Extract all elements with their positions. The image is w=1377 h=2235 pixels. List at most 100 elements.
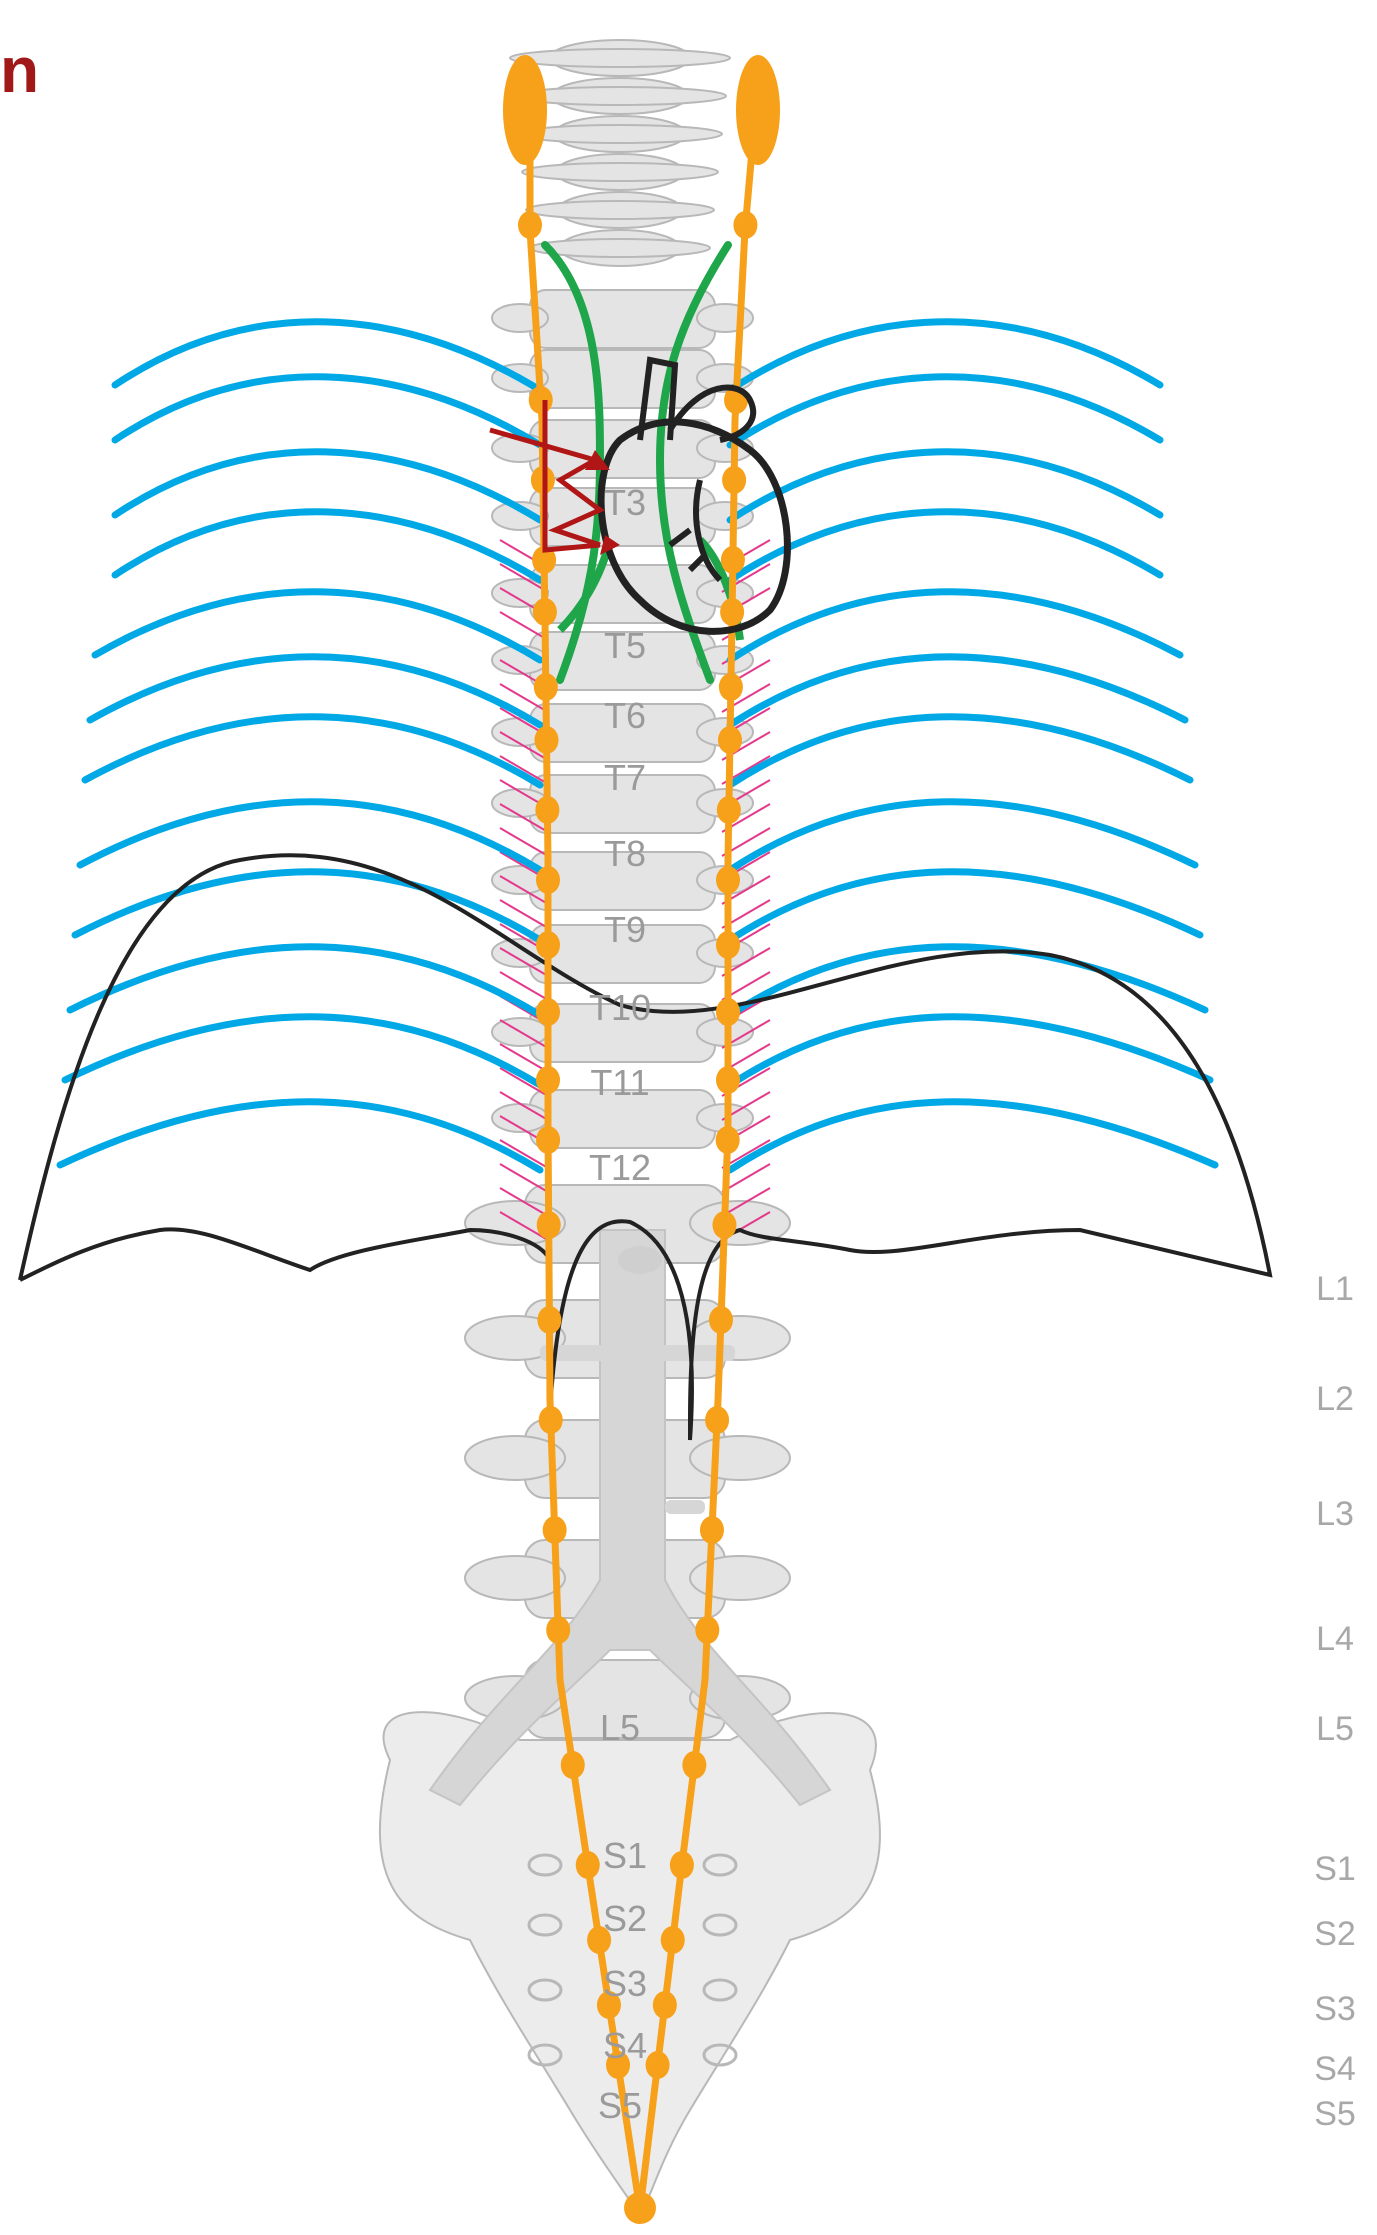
vertebra-label: T11 — [590, 1062, 649, 1103]
vertebra-label: T7 — [604, 757, 646, 798]
ganglion-left — [536, 931, 560, 959]
ganglion-left — [561, 1751, 585, 1779]
ganglion-right — [716, 998, 740, 1026]
ganglion-right — [712, 1211, 736, 1239]
left-intercostal-nerve — [85, 717, 540, 785]
vertebra-label: S1 — [603, 1835, 647, 1876]
ganglion-right — [695, 1616, 719, 1644]
vertebra-label: L5 — [600, 1707, 640, 1748]
transverse-process — [697, 502, 753, 530]
ganglion-right — [700, 1516, 724, 1544]
ganglion-left — [534, 673, 558, 701]
ganglion-left — [576, 1851, 600, 1879]
cervical-process — [518, 125, 722, 143]
ganglion-left — [543, 1516, 567, 1544]
side-label: L4 — [1316, 1620, 1354, 1658]
ganglion-right — [722, 466, 746, 494]
ganglion-left — [537, 1211, 561, 1239]
superior-cervical-ganglion — [736, 55, 780, 165]
right-intercostal-nerve — [730, 872, 1200, 940]
side-label: L3 — [1316, 1495, 1354, 1533]
ganglion-left — [529, 386, 553, 414]
ganglion-right — [653, 1991, 677, 2019]
ganglion-left — [533, 598, 557, 626]
right-intercostal-nerve — [730, 802, 1195, 870]
ganglion-impar — [624, 2192, 656, 2224]
ganglion-right — [720, 598, 744, 626]
vertebra-label: T3 — [604, 482, 646, 523]
ganglion-left — [536, 1066, 560, 1094]
right-intercostal-nerve — [730, 947, 1205, 1015]
right-intercostal-nerve — [730, 1017, 1210, 1085]
ganglion-right — [709, 1306, 733, 1334]
vertebra-label: T8 — [604, 833, 646, 874]
right-intercostal-nerve — [730, 717, 1190, 785]
side-label: L5 — [1316, 1710, 1354, 1748]
lumbar-process — [690, 1436, 790, 1480]
left-intercostal-nerve — [65, 1017, 540, 1085]
ganglion-right — [719, 673, 743, 701]
right-intercostal-nerve — [730, 512, 1160, 580]
side-label: S4 — [1314, 2050, 1356, 2088]
side-label: S2 — [1314, 1915, 1356, 1953]
renal-artery — [540, 1345, 735, 1361]
ganglion-left — [537, 1306, 561, 1334]
ganglion-left — [535, 726, 559, 754]
cervical-process — [510, 49, 730, 67]
left-intercostal-nerve — [95, 592, 540, 660]
ganglion-right — [682, 1751, 706, 1779]
vertebra-label: S4 — [603, 2025, 647, 2066]
celiac-trunk — [618, 1246, 662, 1274]
vertebra-label: T5 — [604, 625, 646, 666]
mesenteric-artery — [665, 1500, 705, 1514]
left-intercostal-nerve — [115, 512, 540, 580]
ganglion-right — [718, 726, 742, 754]
cervical-process — [522, 163, 718, 181]
left-intercostal-nerve — [115, 377, 540, 445]
vertebra-label: T12 — [589, 1147, 651, 1188]
ganglion-right — [716, 1066, 740, 1094]
ganglion-right — [716, 866, 740, 894]
vertebra-label: S3 — [603, 1963, 647, 2004]
ganglion-left — [518, 211, 542, 239]
right-intercostal-nerve — [730, 1102, 1215, 1170]
ganglion-right — [661, 1926, 685, 1954]
ganglion-right — [670, 1851, 694, 1879]
ganglion-right — [646, 2051, 670, 2079]
superior-cervical-ganglion — [503, 55, 547, 165]
left-intercostal-nerve — [60, 1102, 540, 1170]
ganglion-left — [539, 1406, 563, 1434]
ganglion-right — [721, 546, 745, 574]
right-intercostal-nerve — [730, 592, 1180, 660]
right-intercostal-nerve — [730, 377, 1160, 445]
vertebra-label: S2 — [603, 1898, 647, 1939]
side-label: S5 — [1314, 2095, 1356, 2133]
ganglion-left — [535, 796, 559, 824]
ganglion-left — [546, 1616, 570, 1644]
vertebra-label: S5 — [598, 2085, 642, 2126]
vertebra-label: T6 — [604, 695, 646, 736]
thoracic-vertebra — [530, 350, 715, 408]
side-label: S3 — [1314, 1990, 1356, 2028]
ganglion-right — [733, 211, 757, 239]
side-label: L2 — [1316, 1380, 1354, 1418]
left-intercostal-nerve — [80, 802, 540, 870]
ganglion-left — [536, 866, 560, 894]
side-label: S1 — [1314, 1850, 1356, 1888]
left-intercostal-nerve — [70, 947, 540, 1015]
lumbar-process — [690, 1556, 790, 1600]
cervical-process — [526, 201, 714, 219]
ganglion-left — [536, 1126, 560, 1154]
ganglion-right — [716, 1126, 740, 1154]
lumbar-process — [465, 1556, 565, 1600]
ganglion-right — [717, 796, 741, 824]
ganglion-left — [536, 998, 560, 1026]
transverse-process — [697, 304, 753, 332]
side-label: L1 — [1316, 1270, 1354, 1308]
vertebra-label: T9 — [604, 909, 646, 950]
ganglion-right — [716, 931, 740, 959]
ganglion-right — [705, 1406, 729, 1434]
vertebra-label: T10 — [589, 987, 651, 1028]
